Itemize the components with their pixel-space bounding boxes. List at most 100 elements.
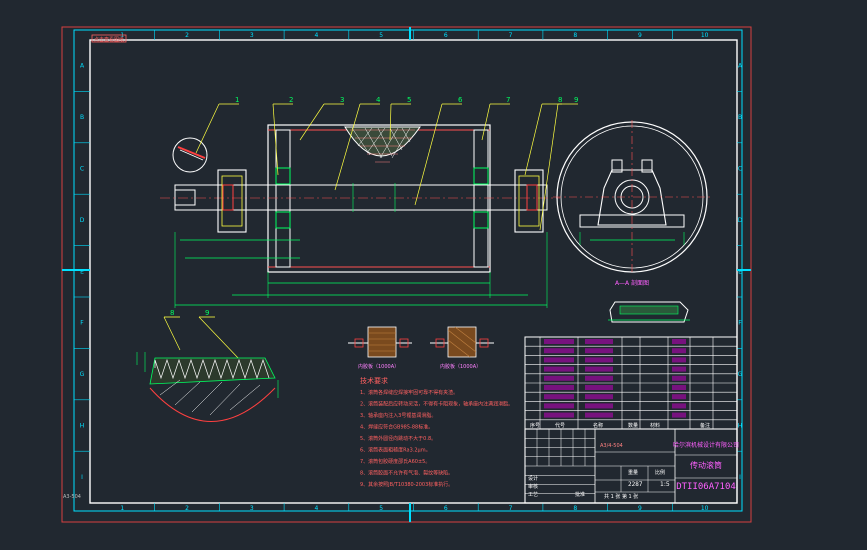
detail-label-right: 内胶板（1000A）: [440, 363, 481, 370]
stamp-box: [91, 34, 127, 43]
grid-number-bottom: 7: [509, 505, 513, 512]
grid-number-top: 5: [379, 32, 383, 39]
lagging-sample-right[interactable]: 内胶板（1000A）: [430, 326, 494, 370]
designer-label: 设计: [528, 475, 538, 482]
grid-number-top: 7: [509, 32, 513, 39]
grid-letter-left: I: [81, 474, 83, 481]
sheet-size-label: A3/4-504: [600, 443, 623, 449]
part-balloon[interactable]: 7: [481, 96, 510, 141]
grid-number-top: 2: [185, 32, 189, 39]
grid-letter-right: G: [738, 371, 743, 378]
bearing-housing-right: [514, 169, 544, 233]
lagging-sample-left[interactable]: 内胶板（1000A）: [348, 326, 412, 370]
header-name: 名称: [593, 422, 603, 429]
detail-balloon[interactable]: 9: [198, 309, 241, 361]
checker-label: 审核: [528, 483, 538, 490]
bearing-housing-left: [217, 169, 247, 233]
svg-text:3: 3: [340, 96, 344, 104]
tech-req-item: 7、滚筒包胶硬度邵氏A60±5。: [360, 458, 430, 465]
grid-letter-right: D: [738, 217, 743, 224]
grid-letter-left: C: [80, 166, 84, 173]
grid-letter-left: D: [80, 217, 85, 224]
drum-shaft: [174, 184, 548, 211]
part-balloon[interactable]: 6: [414, 96, 463, 206]
part-balloon[interactable]: 3: [299, 96, 344, 141]
sheet-label: 共 1 张 第 1 张: [604, 493, 638, 500]
stamp-text: 点击查看图纸: [94, 36, 124, 43]
grid-letter-right: I: [739, 474, 741, 481]
header-material: 材料: [650, 422, 660, 429]
section-view-label: A—A 剖面图: [615, 279, 649, 287]
header-no: 序号: [530, 422, 540, 429]
svg-text:2: 2: [289, 96, 293, 104]
hub-plate-left: [275, 129, 291, 268]
drawing-title: 传动滚筒: [690, 460, 722, 470]
header-code: 代号: [555, 422, 565, 429]
technical-requirements: 技术要求 1、滚筒各焊缝应焊接牢固可靠不得有夹渣。2、滚筒装配后应转动灵活，不得…: [360, 376, 513, 488]
grid-number-bottom: 10: [701, 505, 709, 512]
part-balloon[interactable]: 2: [272, 96, 293, 176]
grid-letter-right: H: [738, 423, 743, 430]
scale-value: 1:5: [660, 481, 670, 488]
detail-label-left: 内胶板（1000A）: [358, 363, 399, 370]
grid-number-bottom: 5: [379, 505, 383, 512]
grid-number-top: 10: [701, 32, 709, 39]
part-balloon[interactable]: 4: [334, 96, 381, 191]
drum-front-view[interactable]: [160, 124, 560, 308]
scale-label: 比例: [655, 469, 665, 476]
grid-number-top: 9: [638, 32, 642, 39]
outer-frame: [61, 26, 752, 523]
grid-number-top: 3: [250, 32, 254, 39]
svg-text:9: 9: [205, 309, 209, 317]
title-block[interactable]: 哈尔滨机械设计有限公司 传动滚筒 DTII06A7104 比例 1:5 重量 2…: [524, 428, 739, 504]
part-balloon[interactable]: 9: [539, 96, 578, 231]
grid-number-top: 6: [444, 32, 448, 39]
grid-letter-left: B: [80, 114, 84, 121]
grid-number-bottom: 6: [444, 505, 448, 512]
part-balloon[interactable]: 1: [195, 96, 239, 154]
grid-letter-right: C: [738, 166, 742, 173]
tech-req-item: 4、焊缝应符合GB985-88标准。: [360, 424, 433, 431]
grid-number-top: 4: [315, 32, 319, 39]
craft-label: 工艺: [528, 492, 538, 498]
grid-letter-right: E: [738, 268, 742, 275]
detail-circle[interactable]: [172, 137, 208, 173]
grid-number-top: 1: [120, 32, 124, 39]
detail-balloon[interactable]: 8: [163, 309, 181, 351]
grid-letter-left: H: [80, 423, 85, 430]
drum-side-view[interactable]: [553, 120, 712, 275]
hub-plate-right: [473, 129, 489, 268]
grid-letter-right: F: [738, 320, 742, 327]
lagging-hatch-section: [344, 126, 421, 157]
grid-letter-left: E: [80, 268, 84, 275]
grid-numbers-top: 1 2 3 4 5 6 7 8 9 10: [120, 30, 709, 40]
lagging-detail[interactable]: [136, 352, 279, 422]
grid-letter-left: A: [80, 63, 85, 70]
grid-number-bottom: 8: [573, 505, 577, 512]
parts-list-table[interactable]: 序号 代号 名称 数量 材料 备注: [524, 336, 738, 430]
tech-req-item: 3、轴承座内注入3号锂基润滑脂。: [360, 412, 436, 419]
frame-tag: A3-504: [63, 494, 81, 500]
grid-number-top: 8: [573, 32, 577, 39]
grid-number-bottom: 3: [250, 505, 254, 512]
svg-text:9: 9: [574, 96, 578, 104]
grid-letter-right: B: [738, 114, 742, 121]
svg-text:8: 8: [558, 96, 562, 104]
svg-text:8: 8: [170, 309, 174, 317]
approval-label: 批准: [575, 491, 585, 498]
grid-number-bottom: 1: [120, 505, 124, 512]
part-balloon[interactable]: 8: [524, 96, 562, 176]
company-name: 哈尔滨机械设计有限公司: [673, 441, 739, 449]
grid-letter-left: F: [80, 320, 84, 327]
drawing-code: DTII06A7104: [676, 482, 736, 492]
section-view-aa[interactable]: A—A 剖面图: [608, 279, 690, 323]
part-balloon[interactable]: 5: [389, 96, 411, 141]
grid-number-bottom: 2: [185, 505, 189, 512]
svg-text:6: 6: [458, 96, 463, 104]
grid-number-bottom: 4: [315, 505, 319, 512]
